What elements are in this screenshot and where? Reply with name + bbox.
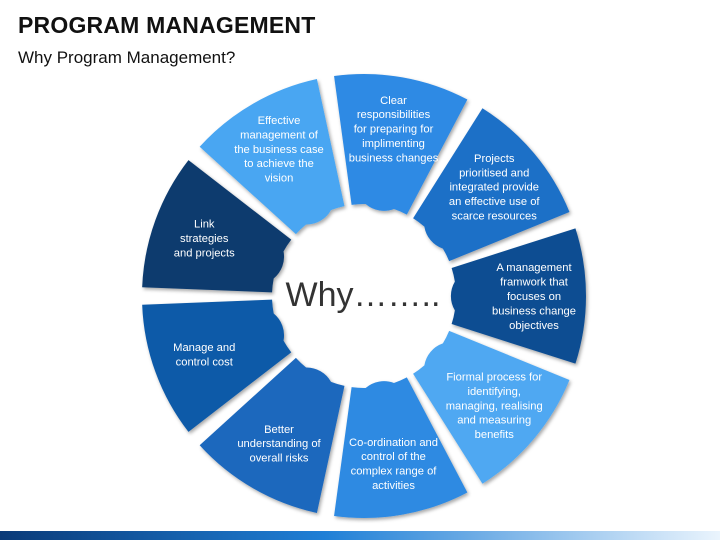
- wheel-segment-label-line: Co-ordination and: [349, 437, 438, 449]
- wheel-segment-label-line: managing, realising: [446, 400, 543, 412]
- wheel-segment-label-8: Effective management of the business case t…: [234, 115, 324, 185]
- wheel-segment-label-line: and projects: [174, 247, 235, 259]
- wheel-segment-label-4: Co-ordination and control of the complex r…: [349, 437, 438, 492]
- wheel-segment-label-line: understanding of: [237, 438, 321, 450]
- wheel-segment-label-line: activities: [372, 480, 415, 492]
- wheel-segment-3: [413, 330, 570, 484]
- wheel-segment-label-line: business change: [492, 305, 576, 317]
- bottom-accent-bar: [0, 531, 720, 540]
- wheel-segment-label-line: complex range of: [351, 466, 438, 478]
- wheel-segment-label-line: implimenting: [362, 138, 425, 150]
- wheel-segment-2: [450, 228, 586, 364]
- wheel-segment-label-3: Fiormal process for identifying, managing,…: [446, 371, 543, 441]
- wheel-segment-label-line: A management: [496, 262, 572, 274]
- wheel-segment-label-line: control of the: [361, 451, 426, 463]
- wheel-segment-label-line: for preparing for: [354, 124, 434, 136]
- wheel-segment-label-7: Link strategies and projects: [174, 218, 235, 259]
- wheel-segment-label-line: business changes: [349, 152, 439, 164]
- wheel-segment-label-line: the business case: [234, 144, 324, 156]
- wheel-segment-4: [334, 377, 468, 518]
- page-subtitle: Why Program Management?: [18, 48, 236, 67]
- wheel-segment-label-line: Better: [264, 424, 294, 436]
- wheel-segment-label-5: Better understanding of overall risks: [237, 424, 321, 465]
- wheel-segment-label-line: strategies: [180, 233, 229, 245]
- wheel-segment-label-2: A management framwork that focuses on busin…: [492, 262, 576, 332]
- wheel-segment-label-line: prioritised and: [459, 167, 529, 179]
- wheel-segment-label-line: benefits: [475, 429, 515, 441]
- wheel-segment-label-6: Manage and control cost: [173, 342, 235, 368]
- wheel-segment-7: [142, 160, 292, 293]
- wheel-segment-label-line: responsibilities: [357, 109, 431, 121]
- wheel-segment-label-line: scarce resources: [452, 211, 538, 223]
- wheel-segment-6: [142, 299, 292, 432]
- wheel-segment-label-line: Effective: [258, 115, 301, 127]
- wheel-segment-label-line: management of: [240, 129, 319, 141]
- wheel-segment-label-line: integrated provide: [449, 182, 539, 194]
- page-title: PROGRAM MANAGEMENT: [18, 12, 316, 38]
- wheel-segment-label-9: Clear responsibilities for preparing for im…: [349, 95, 439, 165]
- wheel-segment-label-line: vision: [265, 173, 294, 185]
- wheel-segment-label-line: Manage and: [173, 342, 235, 354]
- wheel-segment-label-line: identifying,: [467, 386, 521, 398]
- wheel-segment-label-line: overall risks: [249, 453, 308, 465]
- wheel-segment-label-line: to achieve the: [244, 158, 314, 170]
- wheel-segment-8: [199, 79, 345, 235]
- wheel-segment-1: [413, 108, 570, 262]
- wheel-segment-9: [334, 74, 468, 215]
- wheel-segment-label-line: and measuring: [457, 415, 531, 427]
- wheel-segment-label-line: Fiormal process for: [446, 371, 542, 383]
- wheel-segment-label-line: Projects: [474, 153, 515, 165]
- wheel-segment-label-line: Clear: [380, 95, 407, 107]
- wheel-segment-label-line: an effective use of: [449, 196, 540, 208]
- wheel-segment-label-1: Projects prioritised and integrated provid…: [449, 153, 540, 223]
- wheel-segment-label-line: Link: [194, 218, 215, 230]
- wheel-segment-5: [199, 357, 345, 513]
- wheel-segment-label-line: focuses on: [507, 291, 561, 303]
- wheel-segment-label-line: control cost: [176, 356, 234, 368]
- wheel-segment-label-line: objectives: [509, 320, 559, 332]
- center-why-text: Why……..: [286, 276, 441, 314]
- wheel-segment-label-line: framwork that: [500, 277, 569, 289]
